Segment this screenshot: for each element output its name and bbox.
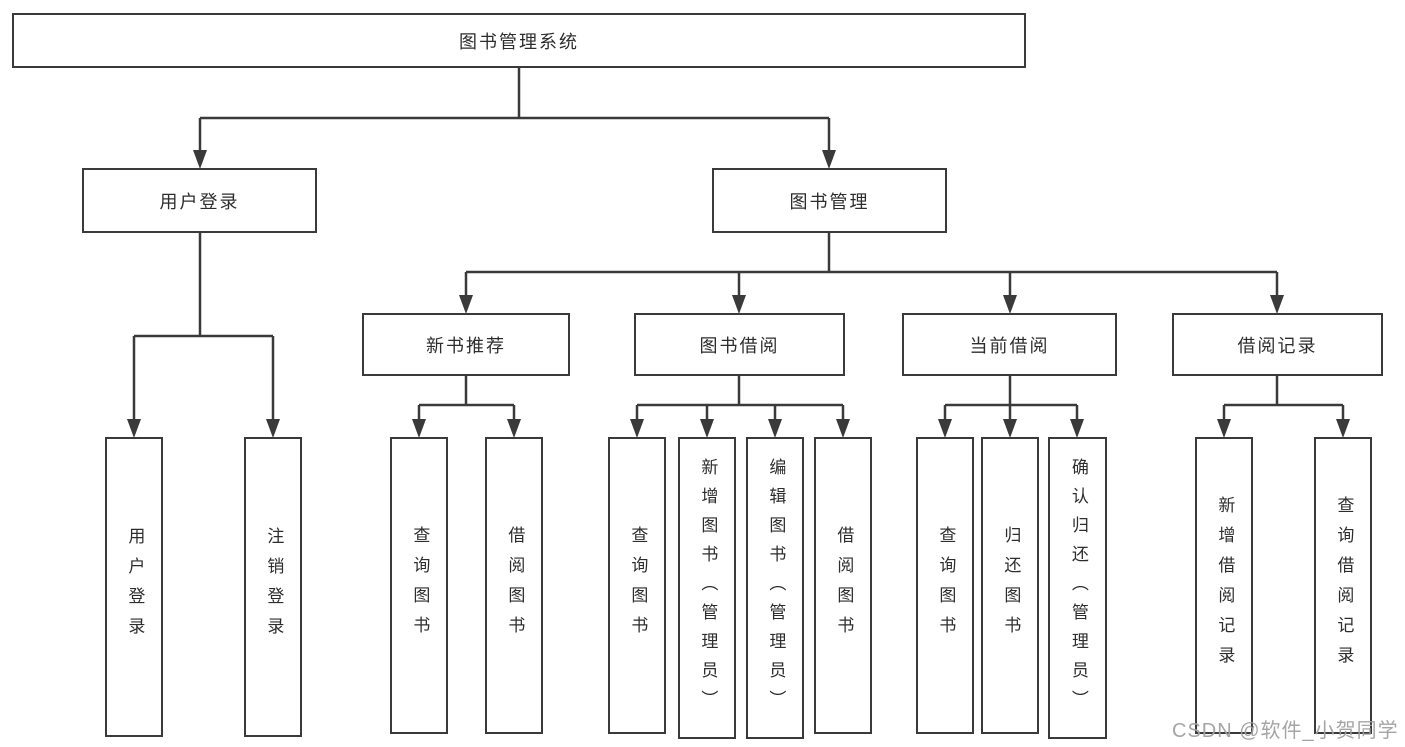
node-current-borrowing: 当前借阅	[902, 313, 1117, 376]
node-new-book-recommend-label: 新书推荐	[426, 335, 506, 356]
node-user-login: 用户登录	[82, 168, 317, 233]
node-leaf-query-books-current: 查询图书	[916, 437, 974, 734]
node-leaf-query-borrow-record: 查询借阅记录	[1314, 437, 1372, 734]
node-leaf-confirm-return-admin: 确认归还（管理员）	[1048, 437, 1107, 739]
node-leaf-confirm-return-admin-label: 确认归还（管理员）	[1068, 457, 1088, 719]
node-borrow-records: 借阅记录	[1172, 313, 1383, 376]
node-leaf-logout: 注销登录	[244, 437, 302, 737]
node-leaf-query-borrow-record-label: 查询借阅记录	[1334, 495, 1354, 676]
node-leaf-query-books-borrowing-label: 查询图书	[628, 525, 648, 646]
node-leaf-borrow-books-label: 借阅图书	[834, 525, 854, 646]
node-leaf-query-books-recommend: 查询图书	[390, 437, 448, 734]
node-leaf-query-books-borrowing: 查询图书	[608, 437, 666, 734]
node-leaf-user-login-label: 用户登录	[125, 527, 145, 647]
node-leaf-user-login: 用户登录	[105, 437, 163, 737]
node-book-borrowing-label: 图书借阅	[699, 335, 780, 356]
node-user-login-label: 用户登录	[159, 191, 240, 212]
arrowhead-icons	[127, 150, 1350, 438]
node-current-borrowing-label: 当前借阅	[969, 335, 1050, 356]
node-leaf-logout-label: 注销登录	[264, 527, 284, 647]
node-leaf-add-books-admin: 新增图书（管理员）	[678, 437, 736, 739]
node-leaf-edit-books-admin-label: 编辑图书（管理员）	[766, 457, 786, 719]
node-new-book-recommend: 新书推荐	[362, 313, 570, 376]
node-book-borrowing: 图书借阅	[634, 313, 845, 376]
node-book-management: 图书管理	[712, 168, 947, 233]
node-leaf-query-books-recommend-label: 查询图书	[410, 525, 430, 646]
node-root-system: 图书管理系统	[12, 13, 1026, 68]
node-leaf-return-books: 归还图书	[981, 437, 1039, 734]
node-leaf-return-books-label: 归还图书	[1001, 525, 1021, 646]
node-leaf-add-borrow-record-label: 新增借阅记录	[1215, 495, 1235, 676]
node-book-management-label: 图书管理	[789, 191, 870, 212]
node-leaf-add-books-admin-label: 新增图书（管理员）	[698, 457, 718, 719]
connector-elbows	[132, 68, 1345, 419]
node-leaf-add-borrow-record: 新增借阅记录	[1195, 437, 1253, 734]
node-borrow-records-label: 借阅记录	[1237, 335, 1318, 356]
node-leaf-borrow-books: 借阅图书	[814, 437, 872, 734]
node-root-system-label: 图书管理系统	[459, 31, 579, 52]
node-leaf-borrow-books-recommend: 借阅图书	[485, 437, 543, 734]
node-leaf-edit-books-admin: 编辑图书（管理员）	[746, 437, 804, 739]
node-leaf-borrow-books-recommend-label: 借阅图书	[505, 525, 525, 646]
node-leaf-query-books-current-label: 查询图书	[936, 525, 956, 646]
csdn-watermark: CSDN @软件_小贺同学	[1172, 720, 1399, 742]
